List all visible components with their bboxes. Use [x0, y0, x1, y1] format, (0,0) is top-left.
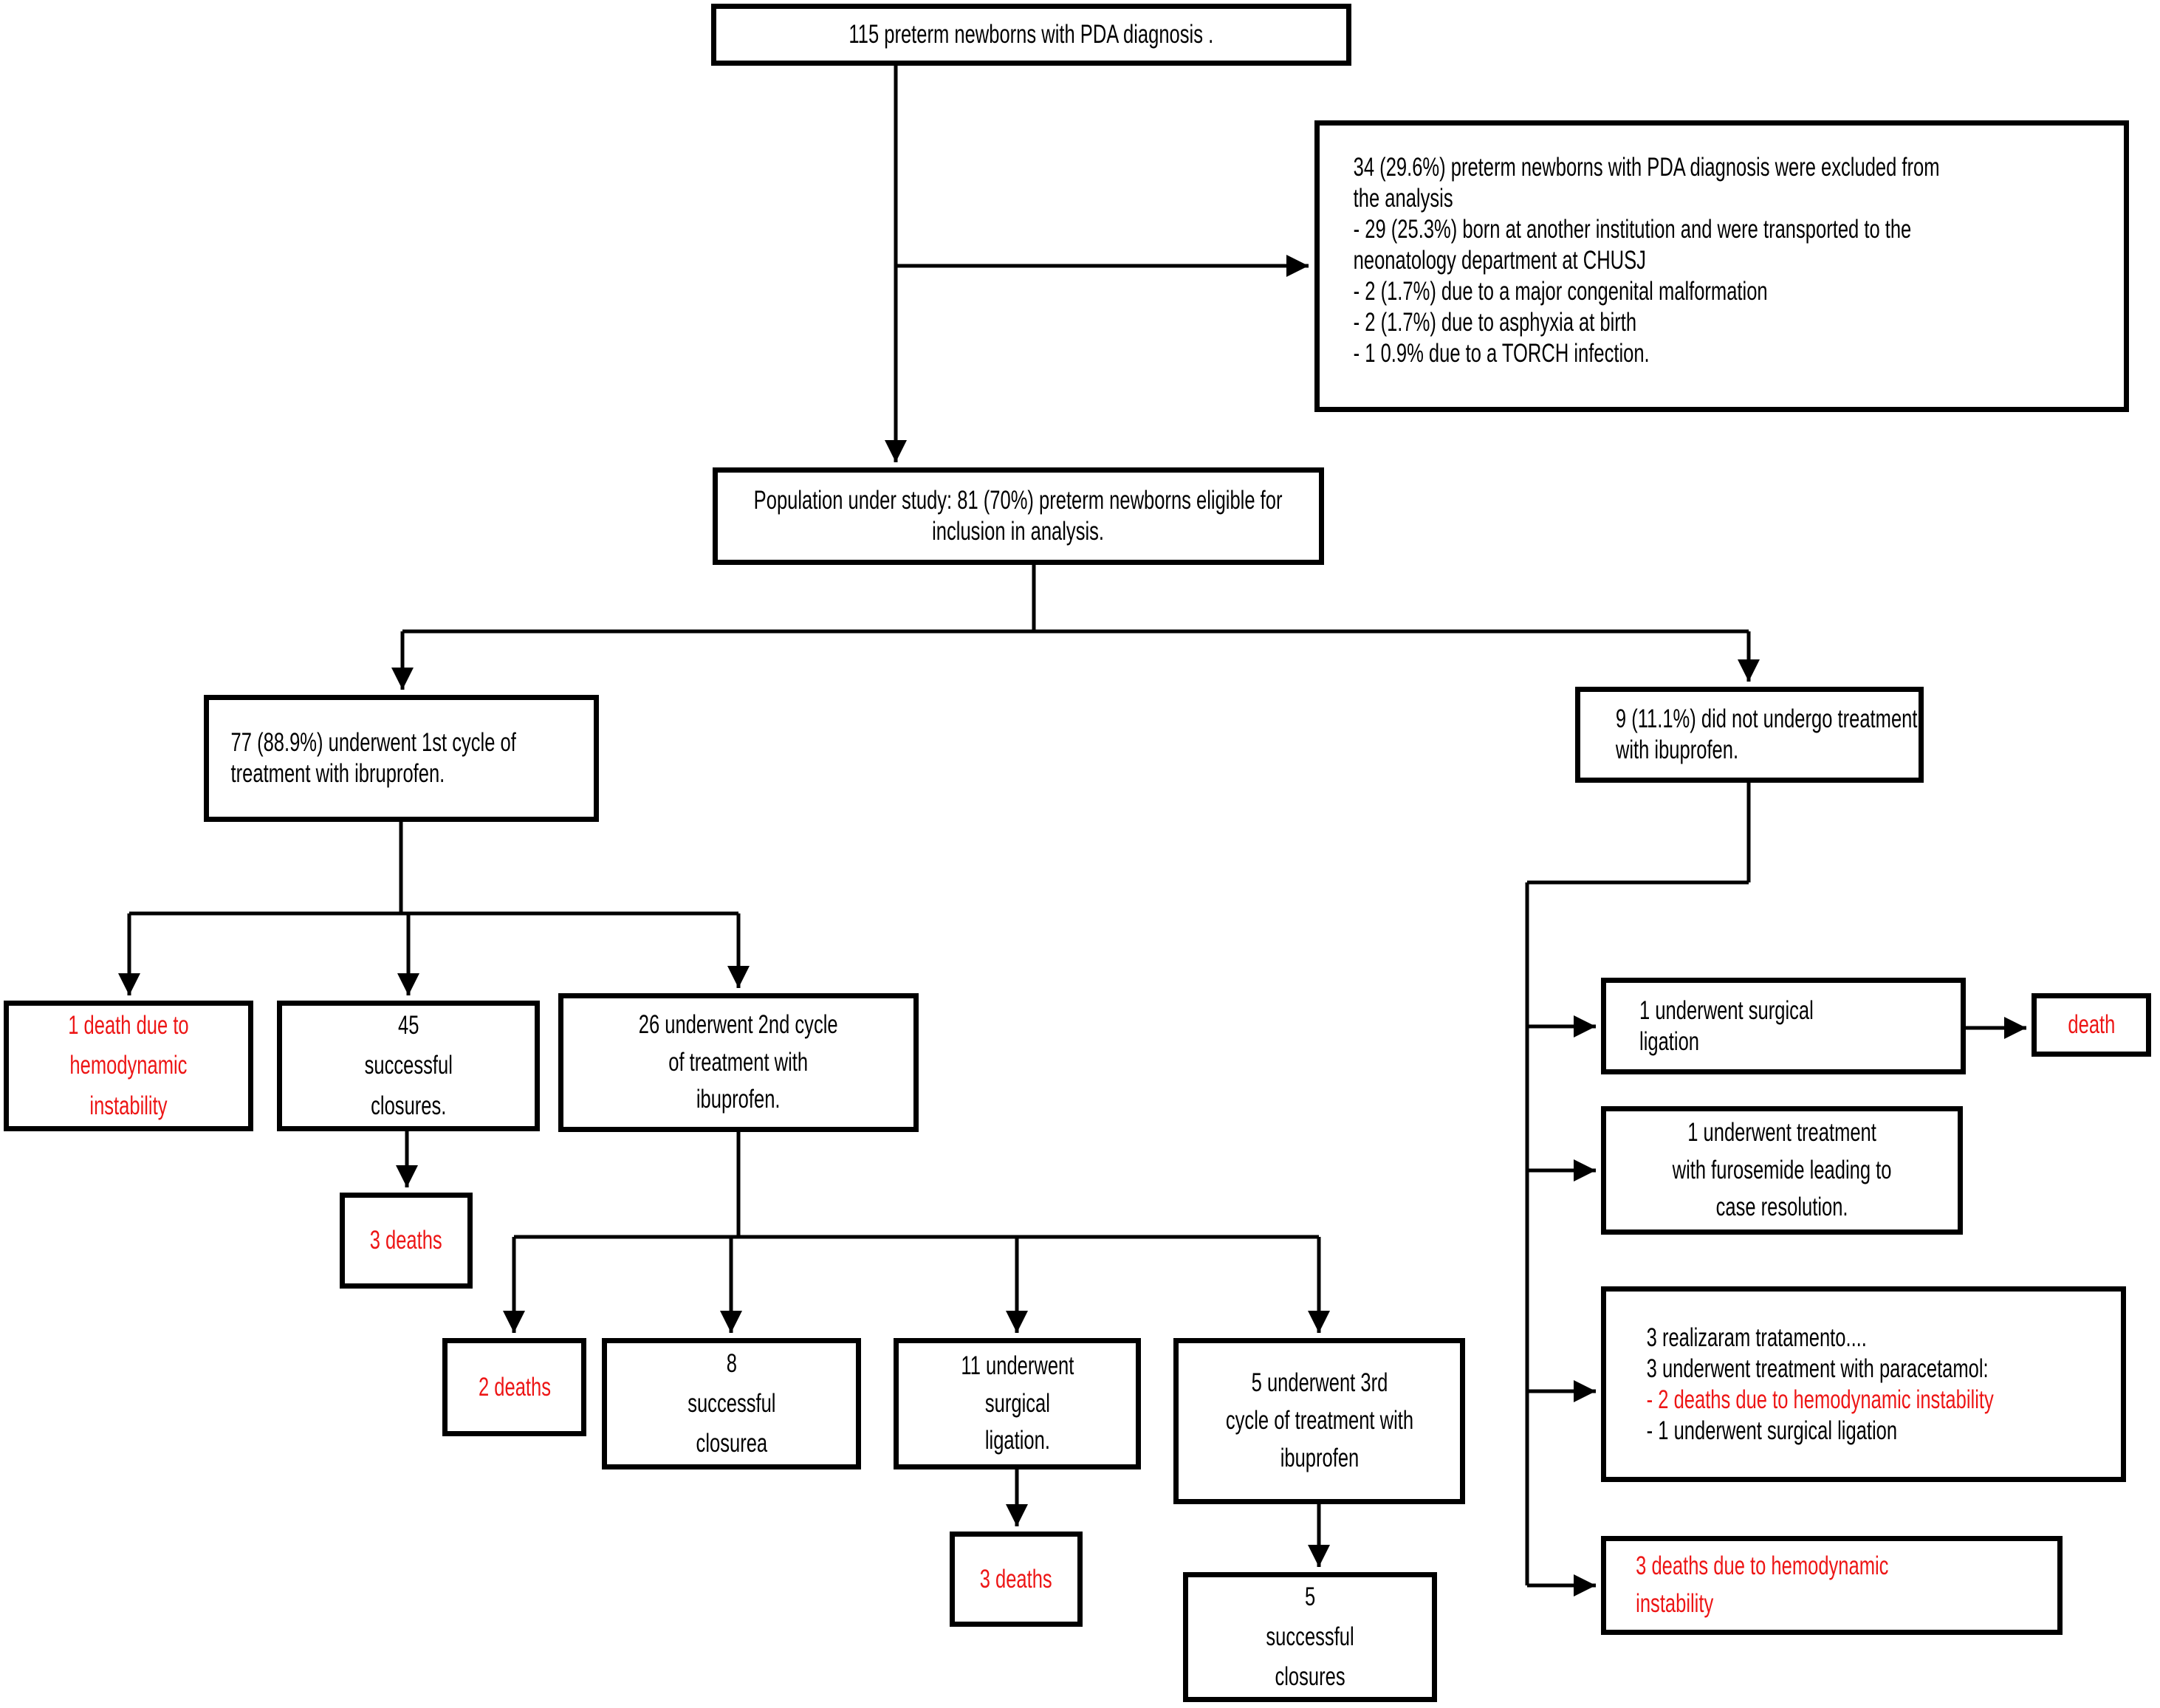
- paracetamol-line-3: - 2 deaths due to hemodynamic instabilit…: [1646, 1385, 1994, 1414]
- box-excluded-text: 34 (29.6%) preterm newborns with PDA dia…: [1353, 153, 1940, 368]
- box-population: Population under study: 81 (70%) preterm…: [713, 467, 1324, 565]
- paracetamol-line-2: 3 underwent treatment with paracetamol:: [1646, 1354, 1989, 1383]
- box-8-closures-text: 8 successful closurea: [687, 1348, 776, 1458]
- box-furosemide: 1 underwent treatment with furosemide le…: [1601, 1106, 1963, 1235]
- box-11-ligation: 11 underwent surgical ligation.: [894, 1338, 1141, 1469]
- box-population-text: Population under study: 81 (70%) preterm…: [754, 486, 1283, 546]
- box-total-newborns: 115 preterm newborns with PDA diagnosis …: [711, 4, 1351, 66]
- box-3-deaths-hemodynamic: 3 deaths due to hemodynamic instability: [1601, 1536, 2063, 1635]
- box-third-cycle-text: 5 underwent 3rd cycle of treatment with …: [1225, 1368, 1413, 1472]
- box-8-closures: 8 successful closurea: [602, 1338, 861, 1469]
- box-excluded: 34 (29.6%) preterm newborns with PDA dia…: [1314, 120, 2129, 412]
- box-3-deaths-after-45: 3 deaths: [340, 1193, 473, 1289]
- box-1-ligation: 1 underwent surgical ligation: [1601, 978, 1966, 1074]
- box-furosemide-text: 1 underwent treatment with furosemide le…: [1672, 1117, 1892, 1222]
- box-1-ligation-text: 1 underwent surgical ligation: [1639, 995, 1814, 1056]
- box-2-deaths-text: 2 deaths: [478, 1372, 551, 1402]
- box-death-hemodynamic: 1 death due to hemodynamic instability: [4, 1001, 253, 1131]
- box-second-cycle-text: 26 underwent 2nd cycle of treatment with…: [639, 1009, 838, 1114]
- box-3-deaths-hemodynamic-text: 3 deaths due to hemodynamic instability: [1636, 1551, 1889, 1618]
- box-3-deaths-after-11-text: 3 deaths: [979, 1564, 1053, 1594]
- box-paracetamol: 3 realizaram tratamento.... 3 underwent …: [1601, 1286, 2126, 1482]
- box-death: death: [2032, 993, 2151, 1057]
- box-3-deaths-after-11: 3 deaths: [950, 1532, 1083, 1627]
- box-death-hemodynamic-text: 1 death due to hemodynamic instability: [68, 1011, 189, 1120]
- box-total-newborns-text: 115 preterm newborns with PDA diagnosis …: [848, 20, 1214, 49]
- box-45-closures-text: 45 successful closures.: [364, 1011, 453, 1120]
- paracetamol-line-1: 3 realizaram tratamento....: [1646, 1323, 1867, 1352]
- box-3-deaths-after-45-text: 3 deaths: [369, 1226, 443, 1255]
- box-11-ligation-text: 11 underwent surgical ligation.: [961, 1351, 1074, 1455]
- box-first-cycle-text: 77 (88.9%) underwent 1st cycle of treatm…: [230, 728, 516, 788]
- box-2-deaths: 2 deaths: [442, 1338, 586, 1436]
- paracetamol-line-4: - 1 underwent surgical ligation: [1646, 1416, 1898, 1445]
- box-second-cycle: 26 underwent 2nd cycle of treatment with…: [558, 993, 919, 1132]
- box-5-closures-text: 5 successful closures: [1266, 1582, 1354, 1692]
- box-no-ibuprofen-text: 9 (11.1%) did not undergo treatment with…: [1616, 704, 1918, 764]
- box-45-closures: 45 successful closures.: [277, 1001, 540, 1131]
- box-first-cycle: 77 (88.9%) underwent 1st cycle of treatm…: [204, 695, 599, 822]
- box-paracetamol-text: 3 realizaram tratamento.... 3 underwent …: [1606, 1323, 2121, 1447]
- box-third-cycle: 5 underwent 3rd cycle of treatment with …: [1173, 1338, 1465, 1504]
- box-5-closures: 5 successful closures: [1183, 1572, 1437, 1702]
- box-no-ibuprofen: 9 (11.1%) did not undergo treatment with…: [1575, 687, 1924, 783]
- box-death-text: death: [2068, 1010, 2115, 1039]
